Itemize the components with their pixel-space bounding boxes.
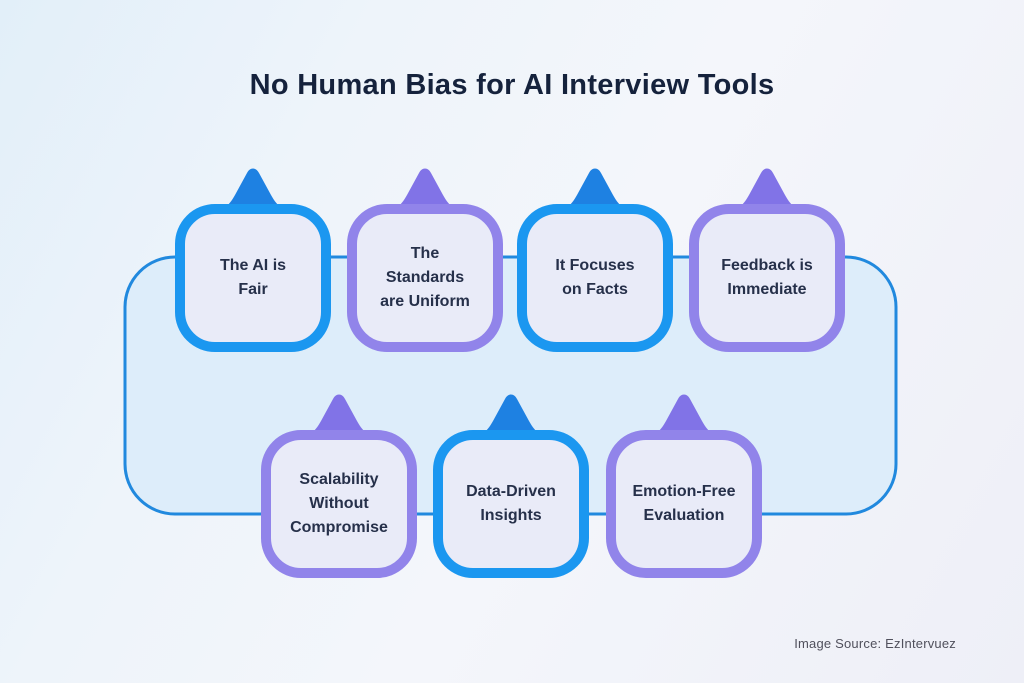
benefit-box: The AI is Fair — [175, 168, 331, 352]
arrow-up-icon — [554, 168, 636, 212]
benefit-box-label: The AI is Fair — [220, 254, 286, 303]
benefit-box-label-line: Standards — [385, 268, 465, 286]
arrow-up-icon — [212, 168, 294, 212]
benefit-box-label-line: Compromise — [290, 519, 388, 537]
benefit-box-label-line: Feedback is — [721, 256, 813, 274]
image-source-credit: Image Source: EzIntervuez — [794, 636, 956, 651]
benefit-box-body: It Focuses on Facts — [517, 204, 673, 352]
benefit-box-label-line: Without — [309, 494, 369, 512]
benefit-box-label-line: The AI is — [219, 256, 287, 274]
arrow-up-icon — [384, 168, 466, 212]
benefit-box-label-line: Insights — [480, 507, 542, 524]
benefit-box-label-line: The — [410, 244, 440, 262]
benefit-box-label-line: Evaluation — [643, 507, 725, 524]
benefit-box-label-line: Immediate — [727, 281, 807, 298]
benefit-box-label: It Focuses on Facts — [555, 254, 634, 303]
benefit-box-label-line: Emotion-Free — [632, 482, 736, 500]
benefit-box-label-line: Fair — [238, 281, 268, 298]
benefit-box-label: Feedback is Immediate — [721, 254, 813, 303]
benefit-box: It Focuses on Facts — [517, 168, 673, 352]
benefit-box-label-line: Scalability — [299, 470, 379, 488]
benefit-box: Feedback is Immediate — [689, 168, 845, 352]
arrow-up-icon — [726, 168, 808, 212]
benefit-box-body: The AI is Fair — [175, 204, 331, 352]
benefit-box-label-line: on Facts — [562, 281, 628, 298]
arrow-up-icon — [298, 394, 380, 438]
arrow-up-icon — [470, 394, 552, 438]
benefit-box-body: Feedback is Immediate — [689, 204, 845, 352]
benefit-box-label-line: are Uniform — [380, 293, 470, 311]
benefit-box-label-line: Data-Driven — [466, 482, 556, 500]
page-title: No Human Bias for AI Interview Tools — [249, 69, 775, 101]
benefit-box-label-line: It Focuses — [555, 256, 635, 274]
arrow-up-icon — [643, 394, 725, 438]
